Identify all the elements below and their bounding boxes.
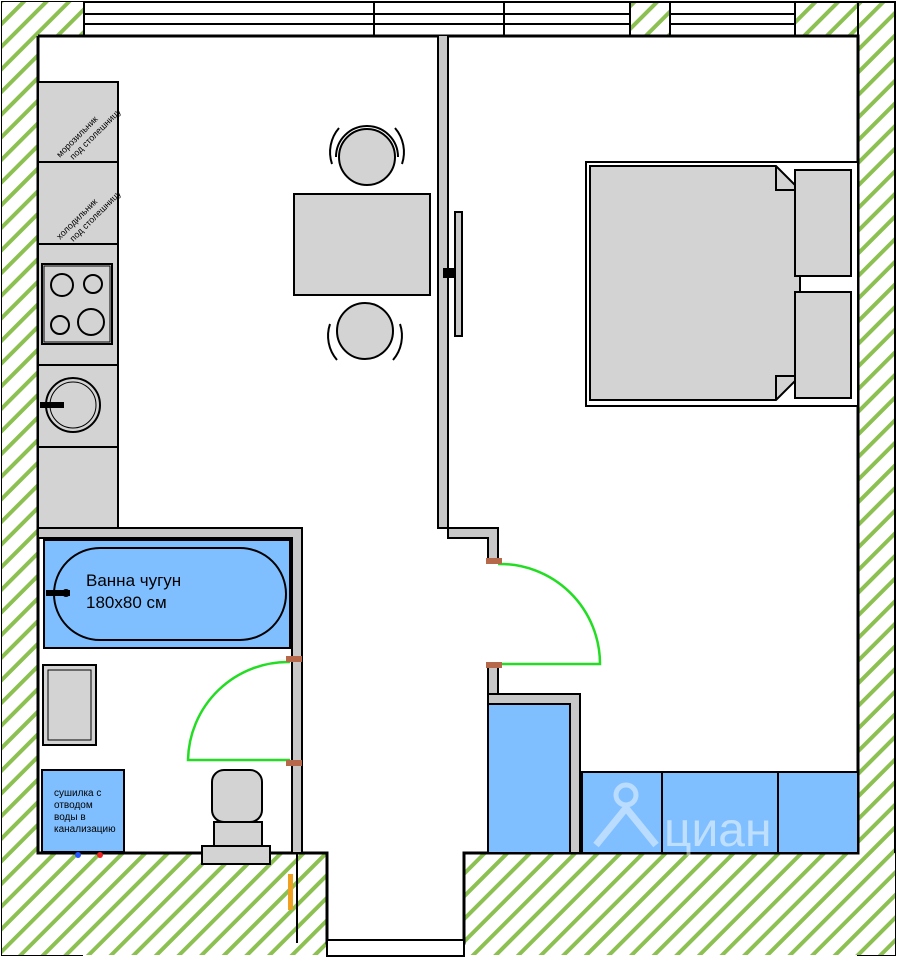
bathroom-door	[186, 656, 302, 766]
nightstand-bottom	[794, 291, 852, 399]
bathtub-label: Ванна чугун 180х80 см	[86, 571, 186, 612]
bathroom-walls	[37, 527, 303, 854]
stove-icon	[41, 263, 113, 345]
chair-bottom-icon	[327, 302, 403, 361]
dryer-unit	[41, 769, 125, 858]
nightstand-top	[794, 169, 852, 277]
bathtub-icon	[43, 539, 291, 649]
entrance-jamb	[288, 874, 293, 910]
watermark-text: циан	[664, 804, 772, 857]
watermark-logo	[593, 782, 659, 848]
bathroom-sink-icon	[42, 664, 97, 746]
dining-table	[293, 193, 431, 296]
wardrobe-hall	[487, 693, 581, 854]
tv-icon	[443, 211, 463, 337]
toilet-icon	[201, 769, 271, 865]
chair-top-icon	[329, 125, 405, 186]
kitchen-sink-icon	[40, 377, 101, 433]
bedroom-door	[486, 558, 602, 668]
dryer-label: сушилка с отводом воды в канализацию	[54, 788, 116, 835]
wardrobe-bedroom	[581, 771, 859, 854]
